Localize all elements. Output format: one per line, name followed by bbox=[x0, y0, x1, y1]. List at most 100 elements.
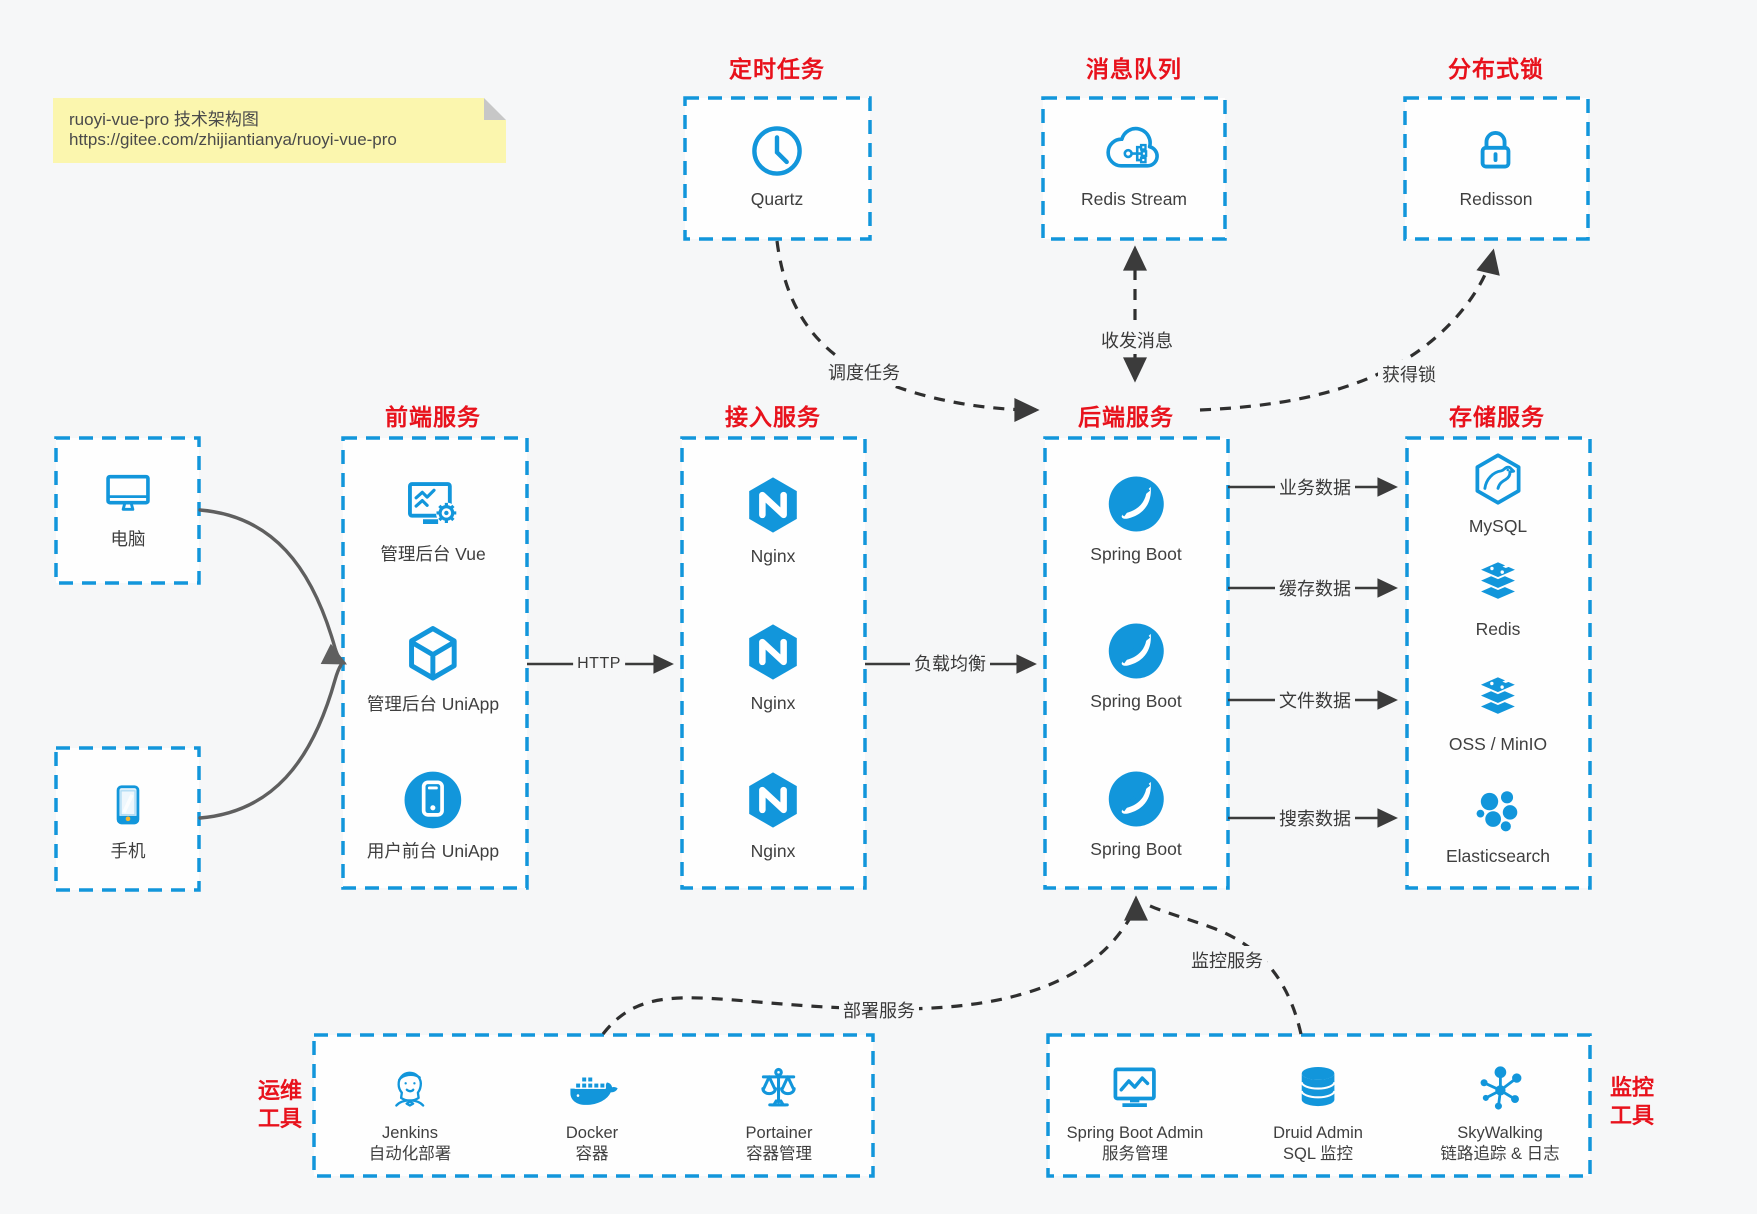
node-jenkins: Jenkins 自动化部署 bbox=[369, 1060, 452, 1165]
node-label: Spring Boot bbox=[1090, 691, 1182, 711]
druid-db-icon bbox=[1300, 1067, 1336, 1107]
lock-icon bbox=[1481, 130, 1511, 169]
note-fold-corner bbox=[484, 98, 506, 120]
node-label-line1: Jenkins bbox=[382, 1124, 438, 1142]
node-label: Spring Boot Admin 服务管理 bbox=[1067, 1123, 1204, 1165]
node-label: MySQL bbox=[1468, 516, 1528, 536]
cloud-stream-icon bbox=[1106, 126, 1159, 168]
node-spring-boot-1: Spring Boot bbox=[1090, 471, 1182, 565]
node-portainer: Portainer 容器管理 bbox=[746, 1060, 813, 1165]
node-label: Redis bbox=[1475, 619, 1521, 639]
node-label: 管理后台 UniApp bbox=[366, 694, 500, 714]
node-label-line1: SkyWalking bbox=[1457, 1124, 1543, 1142]
node-redis: Redis bbox=[1469, 554, 1527, 640]
title-message-queue: 消息队列 bbox=[1086, 56, 1182, 82]
node-admin-uniapp: 管理后台 UniApp bbox=[367, 621, 499, 715]
node-spring-boot-2: Spring Boot bbox=[1090, 618, 1182, 712]
spring-boot-icon bbox=[1108, 771, 1164, 827]
ops-tools-line2: 工具 bbox=[257, 1106, 303, 1131]
edge-label-business-data: 业务数据 bbox=[1275, 473, 1355, 501]
node-label: Quartz bbox=[750, 189, 804, 209]
oss-minio-icon bbox=[1477, 675, 1519, 716]
node-skywalking: SkyWalking 链路追踪 & 日志 bbox=[1440, 1060, 1560, 1165]
spring-boot-icon bbox=[1108, 476, 1164, 532]
node-nginx-2: Nginx bbox=[739, 618, 807, 714]
node-label-line2: 自动化部署 bbox=[368, 1145, 452, 1163]
portainer-icon bbox=[761, 1067, 797, 1107]
node-nginx-3: Nginx bbox=[739, 766, 807, 862]
clock-icon bbox=[752, 126, 802, 176]
node-label: SkyWalking 链路追踪 & 日志 bbox=[1440, 1123, 1559, 1165]
nginx-icon bbox=[749, 477, 797, 533]
edge-label-monitor: 监控服务 bbox=[1187, 946, 1267, 974]
monitor-tools-line1: 监控 bbox=[1609, 1075, 1655, 1100]
node-mysql: MySQL bbox=[1468, 449, 1528, 537]
node-redis-stream: Redis Stream bbox=[1081, 120, 1187, 210]
title-backend: 后端服务 bbox=[1078, 404, 1174, 430]
node-quartz: Quartz bbox=[746, 120, 808, 210]
smartphone-icon bbox=[116, 785, 140, 825]
edge-label-schedule: 调度任务 bbox=[824, 358, 904, 386]
title-ops-tools: 运维 工具 bbox=[258, 1077, 302, 1133]
user-app-icon bbox=[404, 771, 462, 829]
node-label-line1: Spring Boot Admin bbox=[1066, 1124, 1204, 1142]
node-label: OSS / MinIO bbox=[1448, 734, 1548, 754]
edge-schedule-task bbox=[775, 240, 1040, 422]
node-label-line2: 链路追踪 & 日志 bbox=[1440, 1145, 1560, 1163]
edge-acquire-lock bbox=[1199, 248, 1500, 412]
edge-label-search-data: 搜索数据 bbox=[1275, 804, 1355, 832]
node-nginx-1: Nginx bbox=[739, 471, 807, 567]
note-title: ruoyi-vue-pro 技术架构图 bbox=[69, 110, 259, 129]
title-monitor-tools: 监控 工具 bbox=[1610, 1074, 1654, 1130]
title-scheduled-task: 定时任务 bbox=[729, 56, 825, 82]
node-label-line1: Druid Admin bbox=[1273, 1124, 1363, 1142]
node-label: Druid Admin SQL 监控 bbox=[1273, 1123, 1363, 1165]
edge-label-http: HTTP bbox=[573, 654, 625, 674]
sba-monitor-icon bbox=[1113, 1067, 1157, 1108]
node-label: 用户前台 UniApp bbox=[366, 841, 500, 861]
nginx-icon bbox=[749, 624, 797, 680]
redis-icon bbox=[1477, 560, 1519, 601]
node-label: Elasticsearch bbox=[1445, 846, 1551, 866]
sticky-note: ruoyi-vue-pro 技术架构图 https://gitee.com/zh… bbox=[53, 98, 506, 163]
node-label: Portainer 容器管理 bbox=[746, 1123, 813, 1165]
edge-mobile-to-frontend bbox=[198, 663, 343, 820]
node-oss-minio: OSS / MinIO bbox=[1449, 669, 1547, 755]
group-box-storage bbox=[1405, 436, 1592, 890]
node-admin-vue: 管理后台 Vue bbox=[380, 471, 486, 565]
node-docker: Docker 容器 bbox=[564, 1060, 620, 1165]
node-label-line2: 服务管理 bbox=[1101, 1145, 1168, 1163]
title-frontend: 前端服务 bbox=[385, 404, 481, 430]
node-label: 电脑 bbox=[110, 529, 146, 549]
node-label: Docker 容器 bbox=[566, 1123, 618, 1165]
node-spring-boot-admin: Spring Boot Admin 服务管理 bbox=[1067, 1060, 1204, 1165]
mysql-icon bbox=[1475, 453, 1521, 505]
edge-label-file-data: 文件数据 bbox=[1275, 686, 1355, 714]
edge-pc-to-frontend bbox=[198, 508, 348, 665]
title-access: 接入服务 bbox=[725, 404, 821, 430]
node-label: Spring Boot bbox=[1090, 544, 1182, 564]
node-label: 管理后台 Vue bbox=[380, 544, 486, 564]
node-label: Nginx bbox=[750, 841, 796, 861]
uniapp-cube-icon bbox=[409, 626, 457, 681]
admin-vue-icon bbox=[407, 482, 457, 524]
title-distributed-lock: 分布式锁 bbox=[1448, 56, 1544, 82]
edge-label-deploy: 部署服务 bbox=[839, 996, 919, 1024]
node-label: Nginx bbox=[750, 693, 796, 713]
desktop-icon bbox=[106, 474, 150, 511]
edge-label-message: 收发消息 bbox=[1097, 326, 1177, 354]
group-box-message-queue bbox=[1041, 96, 1227, 241]
node-redisson: Redisson bbox=[1460, 120, 1532, 210]
node-label: 手机 bbox=[110, 841, 146, 861]
node-mobile: 手机 bbox=[100, 778, 156, 862]
group-box-distributed-lock bbox=[1403, 96, 1590, 241]
node-label-line1: Portainer bbox=[745, 1124, 813, 1142]
edge-label-cache-data: 缓存数据 bbox=[1275, 574, 1355, 602]
node-label: Spring Boot bbox=[1090, 839, 1182, 859]
node-label: Nginx bbox=[750, 546, 796, 566]
node-label: Jenkins 自动化部署 bbox=[369, 1123, 452, 1165]
node-user-uniapp: 用户前台 UniApp bbox=[367, 766, 499, 862]
group-box-quartz bbox=[683, 96, 872, 241]
elasticsearch-icon bbox=[1476, 791, 1518, 832]
